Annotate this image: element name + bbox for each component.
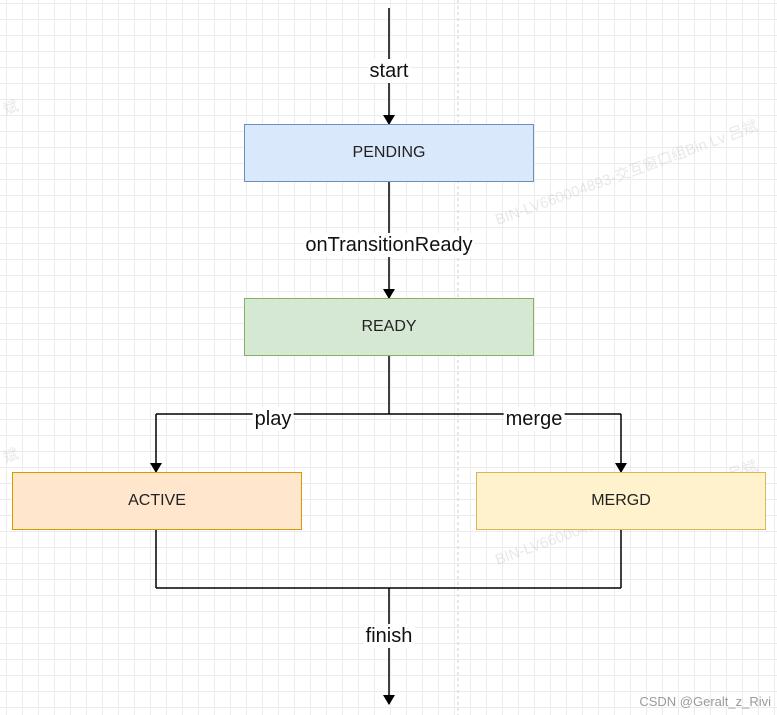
- edge-label-on-transition-ready: onTransitionReady: [303, 233, 475, 257]
- edge-label-play: play: [252, 407, 294, 431]
- state-label: ACTIVE: [128, 492, 186, 509]
- state-node-active[interactable]: ACTIVE: [12, 472, 302, 530]
- footer-credit: CSDN @Geralt_z_Rivi: [639, 694, 771, 709]
- edge-label-start: start: [367, 59, 411, 83]
- state-node-ready[interactable]: READY: [244, 298, 534, 356]
- state-node-pending[interactable]: PENDING: [244, 124, 534, 182]
- state-label: MERGD: [591, 492, 651, 509]
- edge-label-finish: finish: [363, 624, 415, 648]
- state-node-mergd[interactable]: MERGD: [476, 472, 766, 530]
- state-label: PENDING: [352, 144, 426, 161]
- edge-label-merge: merge: [503, 407, 565, 431]
- state-label: READY: [361, 318, 417, 335]
